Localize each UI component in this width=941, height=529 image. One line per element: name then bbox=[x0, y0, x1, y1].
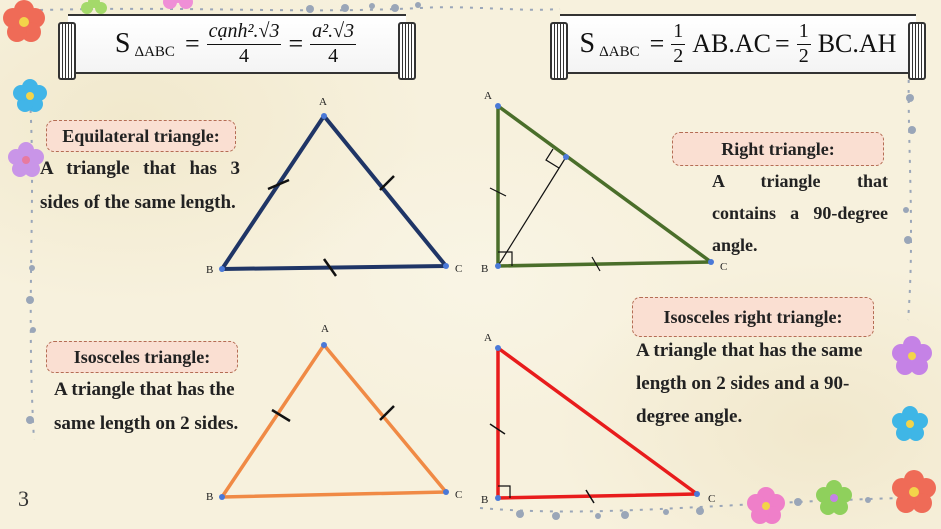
isosceles-description: A triangle that has the same length on 2… bbox=[54, 379, 239, 434]
fraction-denominator: 4 bbox=[239, 45, 250, 67]
fraction-numerator: cạnh².√3 bbox=[206, 21, 282, 45]
fraction-denominator: 4 bbox=[328, 45, 339, 67]
vertex-label-a: A bbox=[484, 332, 492, 344]
fraction-numerator: 1 bbox=[796, 21, 811, 45]
formula-lhs: S bbox=[579, 28, 596, 59]
equals-sign: = bbox=[184, 29, 200, 58]
page-number: 3 bbox=[18, 486, 29, 511]
isosceles-title: Isosceles triangle: bbox=[46, 341, 238, 373]
equilateral-triangle bbox=[219, 113, 449, 277]
vertex-label-c: C bbox=[708, 493, 716, 505]
fraction-numerator: 1 bbox=[671, 21, 686, 45]
isosceles-right-description: A triangle that has the same length on 2… bbox=[636, 340, 863, 427]
dotted-border bbox=[26, 2, 916, 520]
vertex-label-b: B bbox=[206, 264, 214, 276]
flower-purple-right-icon bbox=[892, 336, 932, 375]
product-term: BC.AH bbox=[817, 29, 897, 58]
equilateral-description: A triangle that has 3 sides of the same … bbox=[40, 158, 240, 213]
vertex-label-c: C bbox=[455, 263, 463, 275]
fraction-denominator: 2 bbox=[798, 45, 809, 67]
formula-lhs: S bbox=[114, 28, 131, 59]
isosceles-triangle bbox=[219, 342, 449, 500]
flower-lilac-left-icon bbox=[8, 142, 44, 177]
flower-green-top-icon bbox=[81, 0, 107, 14]
product-term: AB.AC bbox=[692, 29, 772, 58]
flower-blue-left-icon bbox=[13, 79, 47, 112]
equilateral-title: Equilateral triangle: bbox=[46, 120, 236, 152]
fraction-numerator: a².√3 bbox=[310, 21, 357, 45]
formula-lhs-subscript: ΔABC bbox=[599, 43, 640, 60]
vertex-label-b: B bbox=[481, 263, 489, 275]
vertex-label-a: A bbox=[321, 323, 329, 335]
equals-sign: = bbox=[775, 29, 790, 58]
flower-green-bottom-icon bbox=[816, 480, 852, 515]
right-triangle bbox=[489, 103, 714, 272]
fraction-a-squared: a².√3 4 bbox=[310, 21, 357, 67]
flower-pink-bottom-icon bbox=[747, 487, 785, 524]
flower-red-top-left-icon bbox=[3, 0, 45, 42]
equals-sign: = bbox=[288, 29, 304, 58]
formula-lhs-subscript: ΔABC bbox=[134, 43, 175, 60]
vertex-label-a: A bbox=[319, 96, 327, 108]
fraction-one-half: 1 2 bbox=[671, 21, 686, 67]
equals-sign: = bbox=[649, 29, 665, 58]
isosceles-right-title: Isosceles right triangle: bbox=[632, 297, 874, 337]
right-description: A triangle that contains a 90-degree ang… bbox=[712, 171, 888, 255]
fraction-denominator: 2 bbox=[673, 45, 684, 67]
fraction-one-half: 1 2 bbox=[796, 21, 811, 67]
vertex-label-b: B bbox=[206, 491, 214, 503]
right-title: Right triangle: bbox=[672, 132, 884, 166]
flower-blue-right-icon bbox=[892, 406, 928, 441]
flower-red-bottom-right-icon bbox=[892, 470, 936, 513]
flower-pink-top-icon bbox=[163, 0, 193, 9]
fraction-side-squared: cạnh².√3 4 bbox=[206, 21, 282, 67]
vertex-label-a: A bbox=[484, 90, 492, 102]
vertex-label-b: B bbox=[481, 494, 489, 506]
vertex-label-c: C bbox=[455, 489, 463, 501]
isosceles-right-triangle bbox=[489, 345, 700, 504]
vertex-label-c: C bbox=[720, 261, 728, 273]
